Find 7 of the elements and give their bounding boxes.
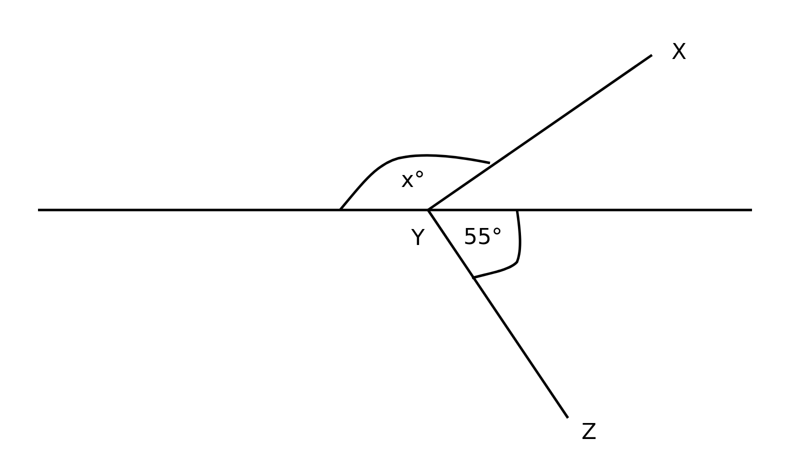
point-label: X: [668, 40, 690, 64]
point-label: Z: [578, 420, 600, 444]
ray: [427, 54, 653, 212]
angle-label: 55°: [464, 227, 502, 249]
ray: [426, 209, 570, 419]
angle-label: x°: [400, 170, 426, 192]
point-label: Y: [406, 209, 430, 250]
